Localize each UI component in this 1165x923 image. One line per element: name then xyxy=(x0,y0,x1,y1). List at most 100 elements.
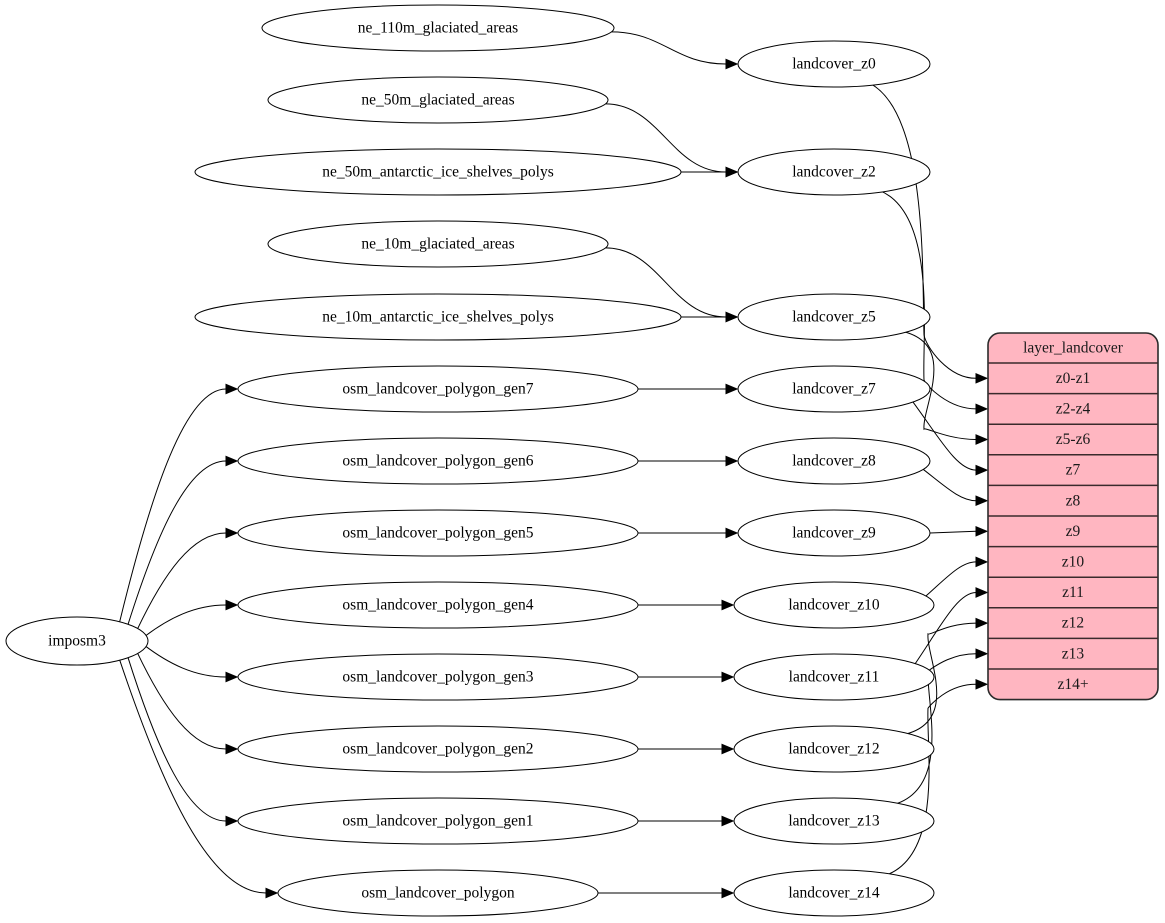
node-landcover_z12[interactable]: landcover_z12 xyxy=(733,725,935,773)
layer-table-row-label-z10: z10 xyxy=(1062,553,1085,570)
node-landcover_z9[interactable]: landcover_z9 xyxy=(737,509,931,557)
node-osm_landcover_polygon[interactable]: osm_landcover_polygon xyxy=(277,869,599,917)
node-label-osm_landcover_polygon_gen7: osm_landcover_polygon_gen7 xyxy=(342,381,533,398)
edge-osm_landcover_polygon_gen5-landcover_z9-arrowhead xyxy=(725,527,739,539)
node-shape-landcover_z13 xyxy=(733,797,935,845)
node-landcover_z10[interactable]: landcover_z10 xyxy=(733,581,935,629)
edge-landcover_z2-row1 xyxy=(879,189,977,410)
edge-ne50glac-z2 xyxy=(605,103,727,173)
layer-table-row-label-z12: z12 xyxy=(1062,615,1084,632)
edge-landcover_z5-row2 xyxy=(901,330,977,440)
node-label-osm_landcover_polygon: osm_landcover_polygon xyxy=(361,885,515,902)
node-imposm3[interactable]: imposm3 xyxy=(5,616,149,666)
node-shape-ne_10m_glaciated_areas xyxy=(267,220,609,268)
node-label-landcover_z14: landcover_z14 xyxy=(788,885,879,902)
edge-ne10glac-z5 xyxy=(605,247,727,318)
layer-table-row-label-z11: z11 xyxy=(1062,584,1084,601)
layer-table-row-label-z13: z13 xyxy=(1062,645,1085,662)
node-label-ne_10m_antarctic_ice_shelves_polys: ne_10m_antarctic_ice_shelves_polys xyxy=(322,309,554,326)
node-shape-osm_landcover_polygon_gen2 xyxy=(237,725,639,773)
edge-landcover_z0-row0 xyxy=(870,83,977,379)
node-ne_110m_glaciated_areas[interactable]: ne_110m_glaciated_areas xyxy=(261,4,615,52)
node-landcover_z14[interactable]: landcover_z14 xyxy=(733,869,935,917)
node-osm_landcover_polygon_gen6[interactable]: osm_landcover_polygon_gen6 xyxy=(237,437,639,485)
layer-table-row-label-z14+: z14+ xyxy=(1057,676,1088,693)
node-osm_landcover_polygon_gen1[interactable]: osm_landcover_polygon_gen1 xyxy=(237,797,639,845)
node-label-landcover_z5: landcover_z5 xyxy=(792,309,876,326)
edge-imposm3-osm_landcover_polygon_gen6-arrowhead xyxy=(225,455,239,467)
edge-ne110-z0 xyxy=(611,31,727,65)
edge-landcover_z5-row2-arrowhead xyxy=(975,434,989,445)
node-shape-ne_10m_antarctic_ice_shelves_polys xyxy=(194,293,682,341)
node-shape-landcover_z11 xyxy=(733,653,935,701)
node-landcover_z0[interactable]: landcover_z0 xyxy=(737,40,931,88)
edge-osm_landcover_polygon_gen3-landcover_z11-arrowhead xyxy=(721,671,735,683)
node-landcover_z7[interactable]: landcover_z7 xyxy=(737,365,931,413)
edge-landcover_z9-row5 xyxy=(929,530,977,534)
node-label-ne_50m_glaciated_areas: ne_50m_glaciated_areas xyxy=(361,92,514,109)
edge-imposm3-osm_landcover_polygon_gen1 xyxy=(127,656,227,822)
node-label-landcover_z9: landcover_z9 xyxy=(792,525,876,542)
node-ne_10m_antarctic_ice_shelves_polys[interactable]: ne_10m_antarctic_ice_shelves_polys xyxy=(194,293,682,341)
edge-landcover_z10-row6 xyxy=(922,561,977,600)
layer-table-row-label-z9: z9 xyxy=(1066,523,1081,540)
edge-imposm3-osm_landcover_polygon_gen7-arrowhead xyxy=(225,383,239,395)
node-landcover_z11[interactable]: landcover_z11 xyxy=(733,653,935,701)
edge-landcover_z7-row3 xyxy=(910,399,977,471)
node-landcover_z13[interactable]: landcover_z13 xyxy=(733,797,935,845)
edge-ne50ant-z2-arrowhead xyxy=(725,166,739,178)
node-shape-landcover_z7 xyxy=(737,365,931,413)
layer-landcover-table: layer_landcoverz0-z1z2-z4z5-z6z7z8z9z10z… xyxy=(987,332,1159,701)
node-shape-landcover_z0 xyxy=(737,40,931,88)
edge-imposm3-osm_landcover_polygon_gen4-arrowhead xyxy=(225,599,239,611)
node-shape-ne_50m_glaciated_areas xyxy=(267,76,609,124)
edge-landcover_z8-row4-arrowhead xyxy=(975,495,989,507)
node-shape-ne_50m_antarctic_ice_shelves_polys xyxy=(194,148,682,196)
node-ne_10m_glaciated_areas[interactable]: ne_10m_glaciated_areas xyxy=(267,220,609,268)
layer-table-row-label-z0-z1: z0-z1 xyxy=(1056,370,1090,387)
edge-landcover_z8-row4 xyxy=(919,466,977,502)
nodes-layer: ne_110m_glaciated_areas ne_50m_glaciated_… xyxy=(5,4,935,917)
layer-table-title: layer_landcover xyxy=(1023,340,1124,357)
edge-ne10ant-z5-arrowhead xyxy=(725,311,739,323)
node-landcover_z8[interactable]: landcover_z8 xyxy=(737,437,931,485)
node-ne_50m_antarctic_ice_shelves_polys[interactable]: ne_50m_antarctic_ice_shelves_polys xyxy=(194,148,682,196)
edge-osm_landcover_polygon_gen2-landcover_z12-arrowhead xyxy=(721,743,735,755)
node-landcover_z5[interactable]: landcover_z5 xyxy=(737,293,931,341)
node-shape-landcover_z14 xyxy=(733,869,935,917)
edge-landcover_z2-row1-arrowhead xyxy=(975,403,989,415)
node-osm_landcover_polygon_gen2[interactable]: osm_landcover_polygon_gen2 xyxy=(237,725,639,773)
edge-ne110-z0-arrowhead xyxy=(725,58,739,70)
node-label-landcover_z7: landcover_z7 xyxy=(792,381,876,398)
edge-osm_landcover_polygon-landcover_z14-arrowhead xyxy=(721,887,735,899)
node-label-osm_landcover_polygon_gen6: osm_landcover_polygon_gen6 xyxy=(342,453,533,470)
node-osm_landcover_polygon_gen4[interactable]: osm_landcover_polygon_gen4 xyxy=(237,581,639,629)
layer-table-row-label-z7: z7 xyxy=(1066,462,1081,479)
edge-imposm3-osm_landcover_polygon-arrowhead xyxy=(265,887,279,899)
node-label-landcover_z10: landcover_z10 xyxy=(788,597,879,614)
layer-table-row-label-z5-z6: z5-z6 xyxy=(1056,431,1091,448)
edge-landcover_z11-row7 xyxy=(913,592,977,667)
node-shape-ne_110m_glaciated_areas xyxy=(261,4,615,52)
node-shape-landcover_z5 xyxy=(737,293,931,341)
edge-landcover_z14-row10-arrowhead xyxy=(975,678,989,690)
node-shape-landcover_z2 xyxy=(737,148,931,196)
edge-landcover_z12-row8 xyxy=(903,622,977,736)
node-label-imposm3: imposm3 xyxy=(48,633,106,650)
edge-landcover_z12-row8-arrowhead xyxy=(975,617,989,629)
node-label-osm_landcover_polygon_gen3: osm_landcover_polygon_gen3 xyxy=(342,669,533,686)
node-label-landcover_z8: landcover_z8 xyxy=(792,453,876,470)
node-landcover_z2[interactable]: landcover_z2 xyxy=(737,148,931,196)
edge-imposm3-osm_landcover_polygon_gen3-arrowhead xyxy=(225,671,239,683)
edge-landcover_z13-row9-arrowhead xyxy=(975,648,989,660)
node-osm_landcover_polygon_gen5[interactable]: osm_landcover_polygon_gen5 xyxy=(237,509,639,557)
node-shape-imposm3 xyxy=(5,616,149,666)
edge-osm_landcover_polygon_gen1-landcover_z13-arrowhead xyxy=(721,815,735,827)
edge-imposm3-osm_landcover_polygon_gen2-arrowhead xyxy=(225,743,239,755)
node-ne_50m_glaciated_areas[interactable]: ne_50m_glaciated_areas xyxy=(267,76,609,124)
node-osm_landcover_polygon_gen3[interactable]: osm_landcover_polygon_gen3 xyxy=(237,653,639,701)
edges-layer xyxy=(118,31,989,899)
node-osm_landcover_polygon_gen7[interactable]: osm_landcover_polygon_gen7 xyxy=(237,365,639,413)
